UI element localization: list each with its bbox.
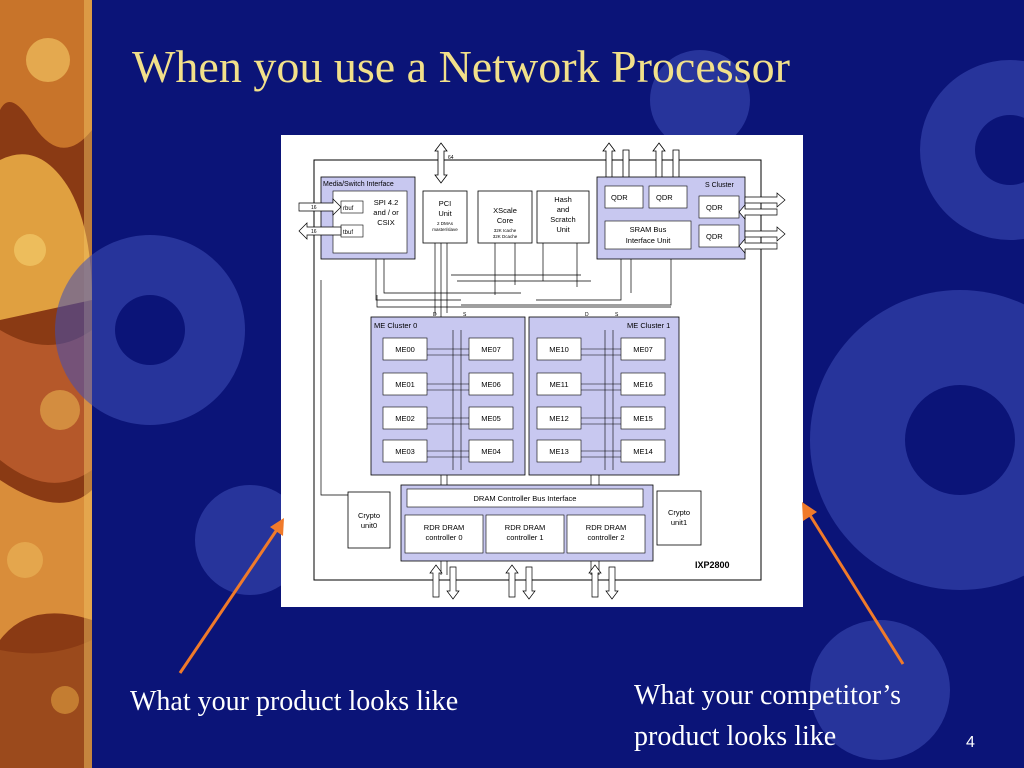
- me-label: ME12: [549, 414, 569, 423]
- pci-line1: PCI: [439, 199, 452, 208]
- me-cluster-0-title: ME Cluster 0: [374, 321, 417, 330]
- crypto-unit-1: [656, 490, 702, 546]
- crypto1-line1: Crypto: [668, 508, 690, 517]
- me-label: ME02: [395, 414, 415, 423]
- hash-line2: and: [557, 205, 570, 214]
- dram-controller: [404, 514, 484, 554]
- dram-controller-line2: controller 2: [587, 533, 624, 542]
- pci-bus-width: 64: [448, 155, 454, 161]
- tx-arrow: [298, 222, 342, 240]
- xscale-line2: Core: [497, 216, 513, 225]
- me-label: ME01: [395, 380, 415, 389]
- spi-line2: and / or: [373, 208, 399, 217]
- rx-arrow: [298, 198, 342, 216]
- tx-bus-width: 16: [311, 229, 317, 235]
- ixp2800-block-diagram: 64 Media/Switch Interface SPI 4.2 and / …: [281, 135, 803, 607]
- dram-controller: [485, 514, 565, 554]
- dram-controller-line1: RDR DRAM: [505, 523, 545, 532]
- me-label: ME11: [549, 380, 568, 389]
- crypto0-line1: Crypto: [358, 511, 380, 520]
- dram-controller-line1: RDR DRAM: [586, 523, 626, 532]
- caption-competitor-line1: What your competitor’s: [634, 680, 901, 711]
- dram-controller-line2: controller 1: [506, 533, 543, 542]
- crypto-unit-0: [347, 491, 391, 549]
- slide-page-number: 4: [966, 734, 975, 751]
- dram-controller: [566, 514, 646, 554]
- me-label: ME16: [633, 380, 653, 389]
- qdr-box-2: [648, 185, 688, 209]
- s-cluster-right-arrows: [738, 192, 786, 254]
- me-label: ME00: [395, 345, 415, 354]
- spi-line3: CSIX: [377, 218, 395, 227]
- tbuf-label: tbuf: [343, 230, 353, 236]
- caption-competitor-line2: product looks like: [634, 721, 837, 752]
- me-label: ME14: [633, 447, 653, 456]
- pci-line4: master/slave: [432, 227, 458, 232]
- me-label: ME15: [633, 414, 653, 423]
- spi-line1: SPI 4.2: [374, 198, 399, 207]
- s-cluster-title: S Cluster: [705, 182, 734, 189]
- me-label: ME13: [549, 447, 569, 456]
- bus-label-d-1: D: [585, 312, 589, 318]
- me-label: ME03: [395, 447, 415, 456]
- pci-line3: 2 DMAs: [437, 221, 454, 226]
- dram-bus-interface: [406, 488, 644, 508]
- qdr-label-2: QDR: [656, 193, 673, 202]
- xscale-core: [477, 190, 533, 244]
- dram-bus-interface-label: DRAM Controller Bus Interface: [474, 494, 577, 503]
- dram-controller-line1: RDR DRAM: [424, 523, 464, 532]
- qdr-box-4: [698, 224, 740, 248]
- hash-line4: Unit: [556, 225, 570, 234]
- qdr-label-1: QDR: [611, 193, 628, 202]
- bus-label-s-1: S: [615, 312, 619, 318]
- me-cluster-1: ME Cluster 1 ME10 ME11 ME12 ME13 ME07 ME…: [528, 316, 680, 476]
- me-label: ME07: [481, 345, 501, 354]
- qdr-box-1: [604, 185, 644, 209]
- dram-controller-line2: controller 0: [425, 533, 462, 542]
- crypto1-line2: unit1: [671, 518, 687, 527]
- me-label: ME07: [633, 345, 653, 354]
- me-label: ME06: [481, 380, 501, 389]
- rbuf-label: rbuf: [343, 206, 354, 212]
- pci-line2: Unit: [438, 209, 452, 218]
- xscale-line4: 32K Dcache: [493, 234, 518, 239]
- crypto0-line2: unit0: [361, 521, 377, 530]
- xscale-line1: XScale: [493, 206, 517, 215]
- bus-label-s-0: S: [463, 312, 467, 318]
- qdr-box-3: [698, 195, 740, 219]
- xscale-line3: 32K Icache: [494, 228, 517, 233]
- hash-scratch-unit: [536, 190, 590, 244]
- bus-label-d-0: D: [433, 312, 437, 318]
- hash-line1: Hash: [554, 195, 572, 204]
- pci-unit: [422, 190, 468, 244]
- qdr-label-4: QDR: [706, 232, 723, 241]
- qdr-label-3: QDR: [706, 203, 723, 212]
- hash-line3: Scratch: [550, 215, 575, 224]
- sram-line2: Interface Unit: [626, 236, 672, 245]
- slide-title: When you use a Network Processor: [132, 41, 790, 92]
- me-cluster-0: ME Cluster 0 ME00 ME01 ME02 ME03 ME07 ME…: [370, 316, 526, 476]
- caption-your-product: What your product looks like: [130, 686, 459, 717]
- me-cluster-1-title: ME Cluster 1: [627, 321, 670, 330]
- sram-line1: SRAM Bus: [630, 225, 667, 234]
- bottom-bus-arrows: [429, 564, 619, 600]
- media-switch-title: Media/Switch Interface: [323, 181, 394, 188]
- me-label: ME04: [481, 447, 501, 456]
- chip-name-label: IXP2800: [695, 560, 730, 570]
- me-label: ME10: [549, 345, 569, 354]
- rx-bus-width: 16: [311, 205, 317, 211]
- sram-bus-interface: [604, 220, 692, 250]
- me-label: ME05: [481, 414, 501, 423]
- caption-competitor-product: What your competitor’s product looks lik…: [634, 675, 901, 757]
